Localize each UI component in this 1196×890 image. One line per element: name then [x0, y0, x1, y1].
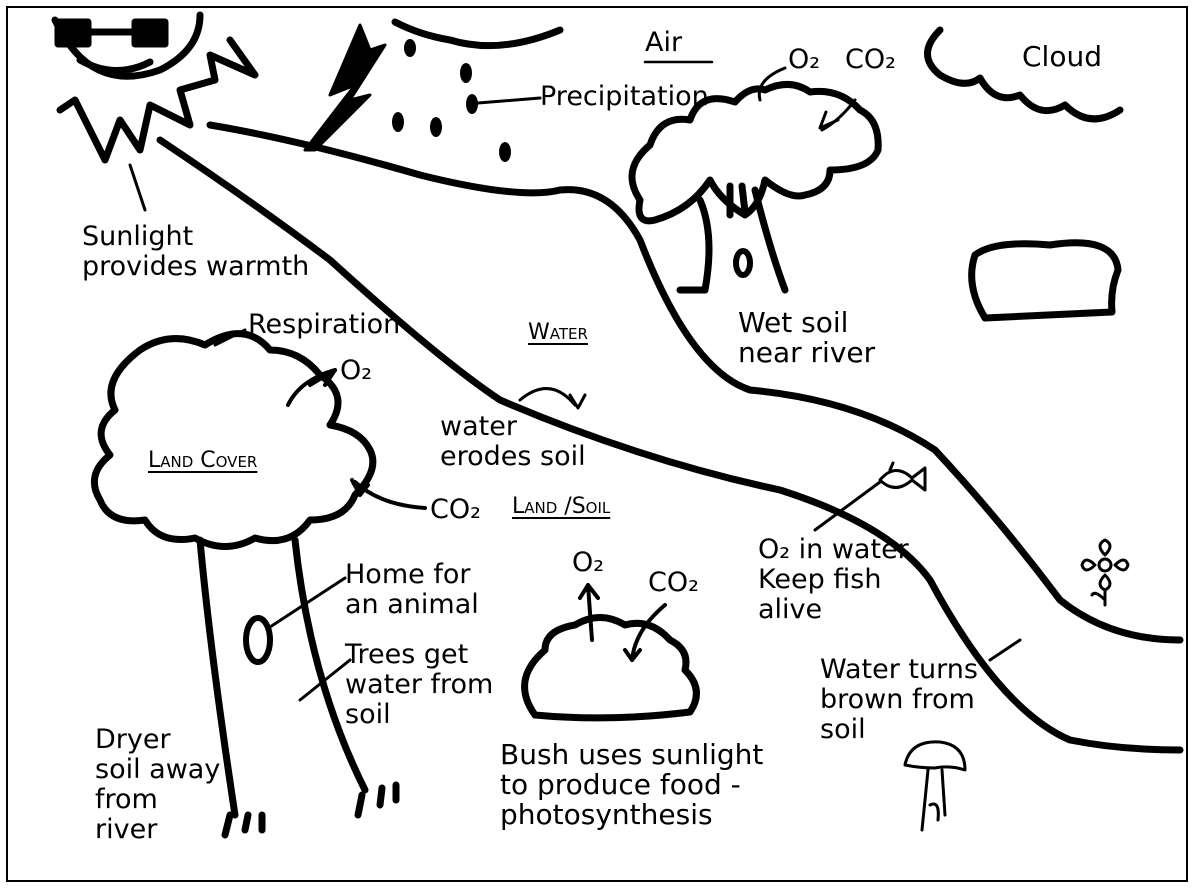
- label-water-erodes: water erodes soil: [440, 412, 586, 472]
- label-co2-bush: CO₂: [648, 568, 699, 598]
- label-bush-uses: Bush uses sunlight to produce food - pho…: [500, 740, 763, 830]
- lightning-icon: [305, 25, 385, 150]
- label-wet-soil: Wet soil near river: [738, 308, 875, 368]
- label-water: Water: [528, 318, 588, 348]
- sun-icon: [55, 15, 255, 160]
- label-dryer-soil: Dryer soil away from river: [95, 725, 220, 845]
- label-respiration: Respiration: [248, 310, 400, 340]
- label-co2-tree: CO₂: [430, 495, 481, 525]
- label-o2-top: O₂: [788, 45, 820, 75]
- label-air: Air: [645, 28, 682, 58]
- label-co2-top: CO₂: [845, 45, 896, 75]
- fish-icon: [815, 463, 925, 530]
- label-land-cover: Land Cover: [148, 446, 257, 476]
- label-o2-bush: O₂: [572, 548, 604, 578]
- label-water-turns-brown: Water turns brown from soil: [820, 655, 978, 745]
- label-trees-get-water: Trees get water from soil: [345, 640, 493, 730]
- label-cloud: Cloud: [1022, 42, 1102, 72]
- mushroom-icon: [905, 742, 965, 830]
- label-home-animal: Home for an animal: [345, 560, 479, 620]
- label-land-soil: Land /Soil: [512, 492, 610, 522]
- flower-icon: [1082, 540, 1128, 605]
- storm-cloud: [395, 22, 560, 46]
- label-sunlight: Sunlight provides warmth: [82, 222, 309, 282]
- small-cloud: [972, 243, 1118, 318]
- label-o2-tree: O₂: [340, 356, 372, 386]
- bush-icon: [525, 585, 697, 718]
- label-precipitation: Precipitation: [540, 82, 709, 112]
- label-o2-in-water: O₂ in water Keep fish alive: [758, 535, 909, 625]
